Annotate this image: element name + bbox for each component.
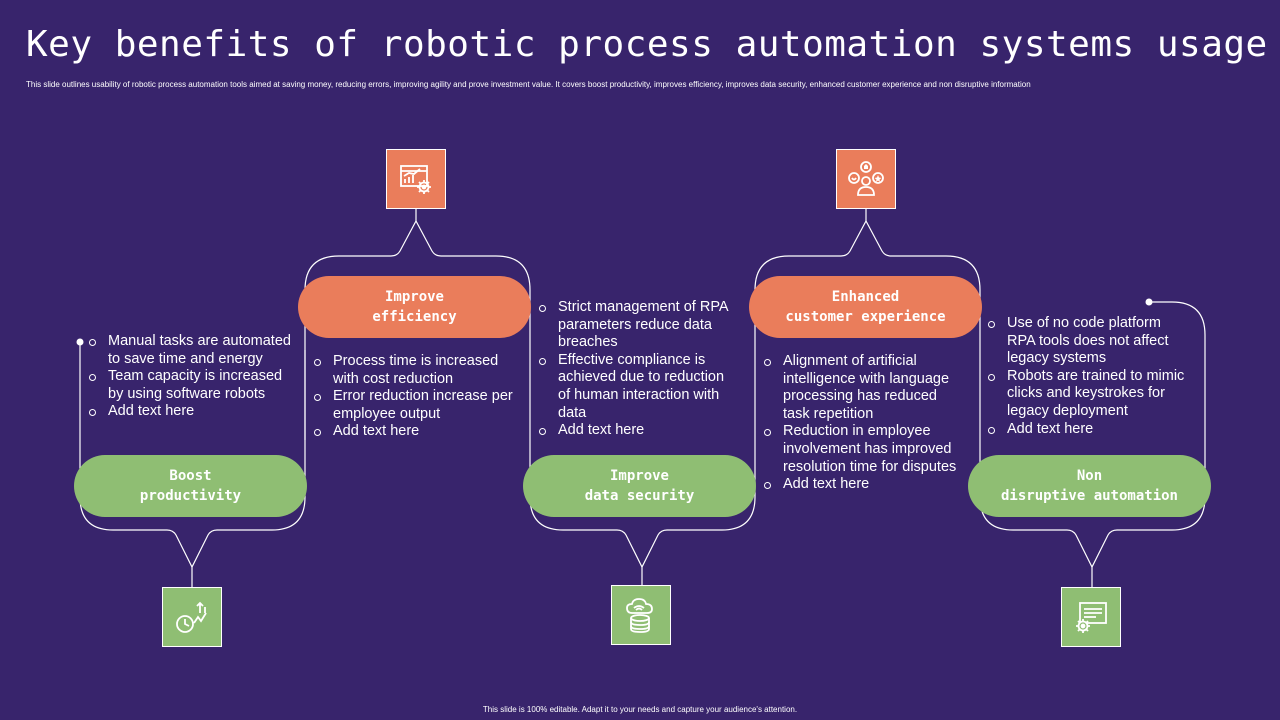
list-item: Add text here (539, 422, 739, 440)
page-subtitle: This slide outlines usability of robotic… (26, 80, 1031, 89)
list-item: Alignment of artificial intelligence wit… (764, 353, 964, 423)
productivity-clock-chart-icon (162, 587, 222, 647)
boost-productivity-label: Boost productivity (74, 455, 307, 517)
efficiency-chart-gear-icon (386, 149, 446, 209)
improve-data-security-label: Improve data security (523, 455, 756, 517)
list-item: Process time is increased with cost redu… (314, 353, 524, 388)
list-item: Reduction in employee involvement has im… (764, 423, 964, 476)
list-item: Add text here (988, 421, 1188, 439)
list-item: Add text here (89, 403, 299, 421)
list-item: Strict management of RPA parameters redu… (539, 299, 739, 352)
list-item: Error reduction increase per employee ou… (314, 388, 524, 423)
list-item: Team capacity is increased by using soft… (89, 368, 299, 403)
enhanced-customer-experience-bullets: Alignment of artificial intelligence wit… (764, 353, 964, 494)
list-item: Robots are trained to mimic clicks and k… (988, 368, 1188, 421)
improve-data-security-bullets: Strict management of RPA parameters redu… (539, 299, 739, 440)
enhanced-customer-experience-label: Enhanced customer experience (749, 276, 982, 338)
cloud-database-icon (611, 585, 671, 645)
footer-note: This slide is 100% editable. Adapt it to… (482, 705, 798, 714)
boost-productivity-bullets: Manual tasks are automated to save time … (89, 333, 299, 421)
monitor-gear-icon (1061, 587, 1121, 647)
list-item: Manual tasks are automated to save time … (89, 333, 299, 368)
improve-efficiency-label: Improve efficiency (298, 276, 531, 338)
page-title: Key benefits of robotic process automati… (26, 24, 1268, 65)
list-item: Add text here (314, 423, 524, 441)
list-item: Effective compliance is achieved due to … (539, 352, 739, 422)
non-disruptive-automation-bullets: Use of no code platform RPA tools does n… (988, 315, 1188, 438)
customer-feedback-icon (836, 149, 896, 209)
list-item: Add text here (764, 476, 964, 494)
list-item: Use of no code platform RPA tools does n… (988, 315, 1188, 368)
non-disruptive-automation-label: Non disruptive automation (968, 455, 1211, 517)
improve-efficiency-bullets: Process time is increased with cost redu… (314, 353, 524, 441)
